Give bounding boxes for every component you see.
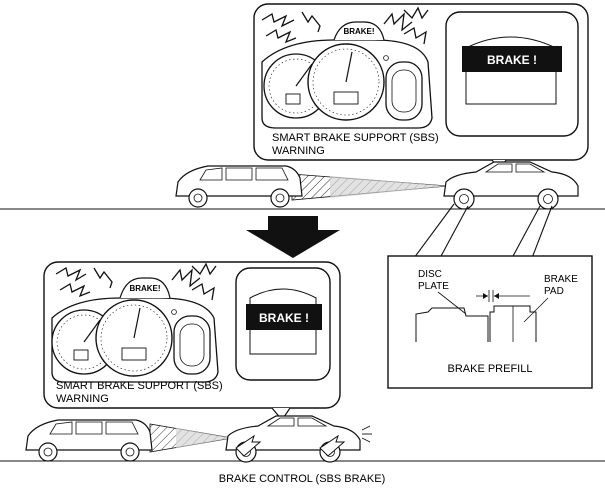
lightning-icon	[403, 26, 427, 45]
top-caption-line1: SMART BRAKE SUPPORT (SBS)	[272, 132, 439, 144]
fuel-gauge-inner	[391, 69, 417, 113]
brake-force-arrow-icon	[319, 434, 346, 457]
bottom-warning-lightning-icons	[55, 262, 217, 301]
top-sensor-beam-fill	[330, 176, 448, 198]
zoom-line	[439, 205, 469, 259]
lightning-icon	[265, 28, 297, 44]
indicator-light	[383, 55, 389, 61]
vehicle-wheel	[453, 188, 475, 210]
speedometer-display	[121, 347, 147, 361]
top-front-vehicle	[443, 161, 579, 210]
fuel-gauge	[385, 61, 423, 121]
lightning-icon	[403, 6, 429, 20]
flash-ray	[361, 425, 371, 431]
flash-ray	[361, 437, 371, 443]
fuel-gauge-inner	[179, 323, 205, 367]
disc-leader-line	[437, 291, 467, 315]
lightning-icon	[93, 267, 113, 289]
vehicle-body	[175, 165, 303, 197]
lightning-icon	[55, 266, 87, 282]
bottom-instrument-cluster: BRAKE!	[51, 277, 219, 383]
speedometer-display	[333, 91, 359, 105]
indicator-light	[171, 309, 177, 315]
zoom-line	[511, 205, 541, 259]
bottom-brake-message-box	[246, 304, 322, 330]
gap-arrowhead	[494, 293, 499, 299]
zoom-line	[531, 205, 553, 259]
disc-plate-label-line1: DISC	[418, 269, 442, 280]
speedometer-ticks	[100, 304, 168, 372]
sequence-arrow-icon	[246, 216, 340, 258]
cluster-hood	[333, 21, 385, 41]
fuel-gauge	[173, 315, 211, 375]
tachometer-needle	[295, 63, 313, 87]
tachometer-display	[73, 349, 89, 361]
gap-arrowhead	[483, 293, 488, 299]
wheel-hub	[43, 447, 53, 457]
tachometer-needle	[83, 319, 101, 343]
lightning-icon	[171, 268, 201, 288]
speedometer-ticks	[312, 48, 380, 116]
speedometer-needle	[345, 51, 353, 83]
vehicle-wheel	[270, 188, 290, 208]
vehicle-wheel	[120, 442, 140, 462]
vehicle-wheel	[188, 188, 208, 208]
lightning-icon	[191, 262, 217, 276]
bottom-front-vehicle	[225, 415, 372, 463]
bottom-own-vehicle	[25, 419, 153, 462]
wheel-hub	[543, 194, 553, 204]
vehicle-body	[443, 161, 579, 197]
bottom-caption-line2: WARNING	[56, 393, 109, 405]
vehicle-windows	[266, 417, 328, 427]
bottom-sensor-beam-fill	[176, 428, 232, 448]
zoom-line	[413, 203, 455, 259]
lightning-icon	[261, 12, 295, 28]
lightning-icon	[59, 282, 91, 298]
brake-prefill-caption: BRAKE PREFILL	[448, 363, 533, 375]
lightning-icon	[383, 12, 413, 32]
wheel-hub	[459, 194, 469, 204]
brake-control-caption: BRAKE CONTROL (SBS BRAKE)	[219, 473, 385, 485]
vehicle-windows	[49, 421, 139, 435]
pad-leader-line	[523, 297, 549, 323]
cluster-hood	[119, 277, 171, 299]
bottom-cluster-label: BRAKE!	[129, 284, 160, 293]
disc-plate-shape	[415, 307, 489, 342]
brake-force-arrow-icon	[235, 434, 262, 457]
top-caption-line2: WARNING	[272, 145, 325, 157]
vehicle-windows	[199, 167, 289, 181]
speedometer-needle	[133, 307, 141, 339]
top-warning-panel: BRAKE! BRAKE ! SMART BRAKE SUPPORT (SBS)…	[253, 3, 589, 172]
vehicle-wheel	[38, 442, 58, 462]
brake-pad-shape	[489, 305, 537, 342]
bottom-warning-panel: BRAKE! BRAKE ! SMART BRAKE SUPPORT (SBS)…	[43, 261, 341, 422]
top-brake-message: BRAKE !	[487, 53, 537, 67]
top-own-vehicle	[175, 165, 303, 208]
tachometer-display	[285, 93, 301, 105]
top-road-scene	[0, 161, 605, 210]
vehicle-windows	[484, 163, 546, 173]
bottom-brake-message: BRAKE !	[259, 311, 309, 325]
top-cluster-label: BRAKE!	[343, 27, 374, 36]
brake-light-flash-icon	[361, 425, 372, 443]
wheel-hub	[193, 193, 203, 203]
top-instrument-cluster: BRAKE!	[261, 21, 433, 129]
top-brake-message-box	[462, 46, 562, 72]
vehicle-wheel	[537, 188, 559, 210]
brake-pad-label-line2: PAD	[544, 286, 564, 297]
brake-pad-label-line1: BRAKE	[544, 274, 578, 285]
top-warning-lightning-icons	[261, 6, 429, 45]
disc-plate-label-line2: PLATE	[418, 281, 449, 292]
lightning-icon	[301, 11, 321, 33]
lightning-icon	[191, 282, 215, 301]
bottom-caption-line1: SMART BRAKE SUPPORT (SBS)	[56, 380, 223, 392]
wheel-hub	[125, 447, 135, 457]
wheel-hub	[275, 193, 285, 203]
vehicle-body	[25, 419, 153, 451]
bottom-road-scene: BRAKE CONTROL (SBS BRAKE)	[0, 415, 605, 485]
brake-prefill-detail: DISC PLATE BRAKE PAD BRAKE PREFILL	[387, 203, 593, 389]
